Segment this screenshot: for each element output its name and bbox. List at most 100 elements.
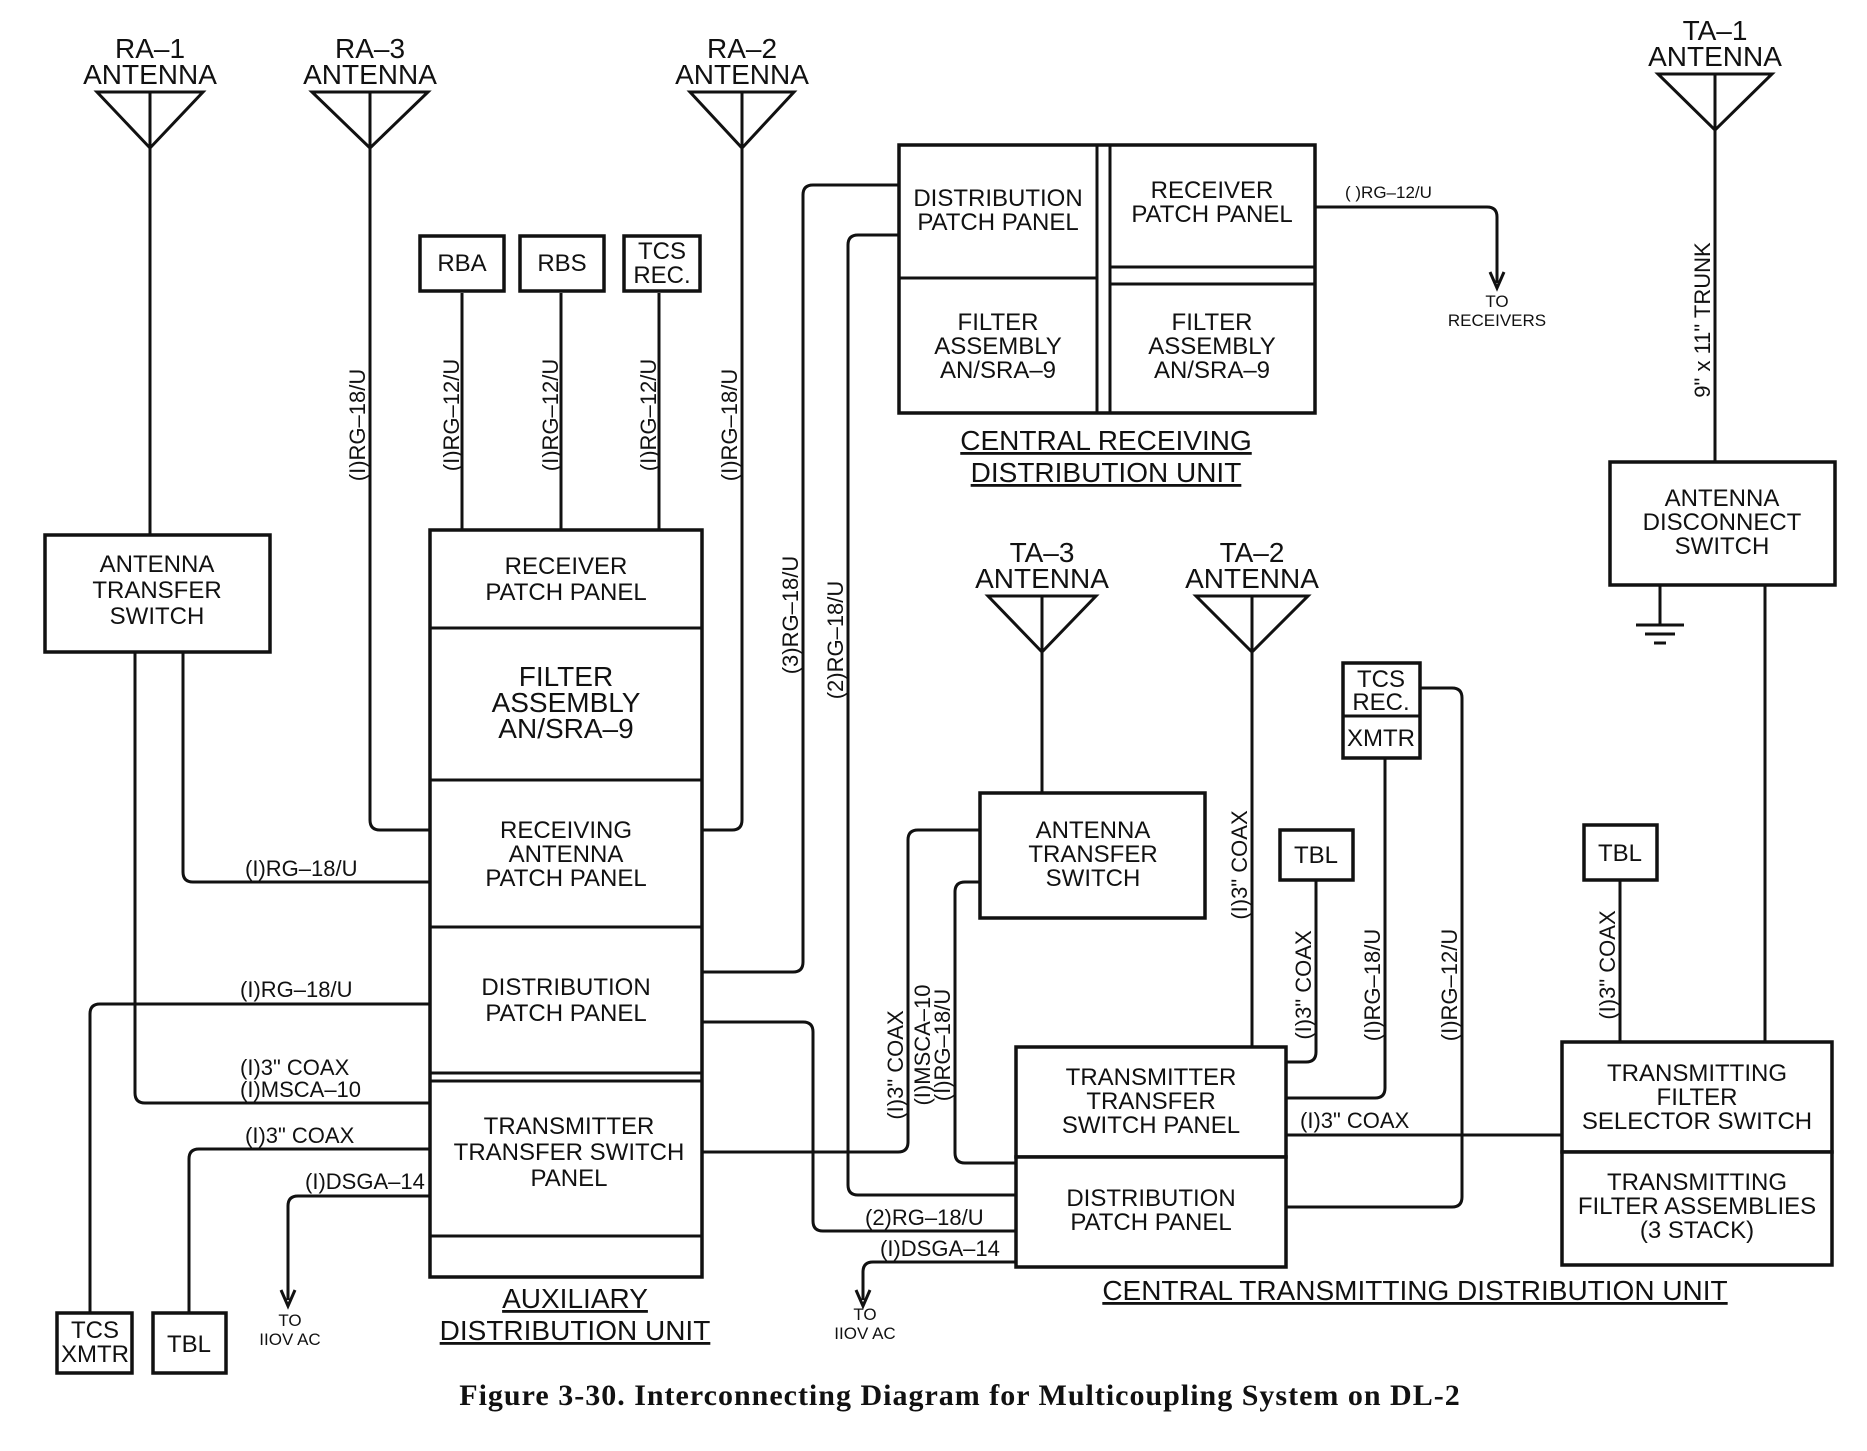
aux-title-line1: AUXILIARY <box>502 1283 648 1314</box>
antenna-ta2: TA–2 ANTENNA <box>1185 537 1319 655</box>
ats-center-line3: SWITCH <box>1046 865 1141 892</box>
to-110-center-line1: TO <box>853 1305 876 1324</box>
aux-dpp-line2: PATCH PANEL <box>485 1000 646 1027</box>
tfa-line1: TRANSMITTING <box>1607 1169 1787 1196</box>
antenna-ta2-symbol <box>1192 594 1312 655</box>
line-ra3 <box>368 148 430 832</box>
cable-trunk: 9" x 11" TRUNK <box>1690 242 1715 398</box>
rba-block: RBA <box>418 234 506 293</box>
line-ats-rapp <box>181 652 430 884</box>
cable-coax-ta2: (I)3" COAX <box>1227 810 1252 920</box>
tbl-center-label: TBL <box>1294 842 1338 869</box>
aux-ttsp-line3: PANEL <box>531 1165 608 1192</box>
to-110-left-line1: TO <box>278 1311 301 1330</box>
line-rg18-3 <box>702 183 899 974</box>
line-tcs-xmtr <box>88 1002 430 1313</box>
cable-coax-horizontal: (I)3" COAX <box>1300 1108 1410 1133</box>
ats-left-line3: SWITCH <box>110 603 205 630</box>
tcs-xmtr-line2: XMTR <box>61 1341 129 1368</box>
crd-filter-right-line1: FILTER <box>1172 309 1253 336</box>
to-receivers-line1: TO <box>1485 292 1508 311</box>
cable-rg18-ats: (I)RG–18/U <box>245 856 357 881</box>
antenna-ta2-type: ANTENNA <box>1185 563 1319 594</box>
antenna-ta1-type: ANTENNA <box>1648 41 1782 72</box>
aux-rapp-line3: PATCH PANEL <box>485 865 646 892</box>
tcs-rec-right-line2: REC. <box>1352 689 1409 716</box>
crd-rpp-line2: PATCH PANEL <box>1131 201 1292 228</box>
cable-coax-ats-center: (I)3" COAX <box>883 1010 908 1120</box>
aux-ttsp-line2: TRANSFER SWITCH <box>454 1139 685 1166</box>
cable-rg18-ra3: (I)RG–18/U <box>345 369 370 481</box>
antenna-ra1-type: ANTENNA <box>83 59 217 90</box>
central-receiving-distribution-unit: DISTRIBUTION PATCH PANEL RECEIVER PATCH … <box>897 143 1317 415</box>
crd-rpp-line1: RECEIVER <box>1151 177 1274 204</box>
xmtr-label: XMTR <box>1347 725 1415 752</box>
ctd-ttsp-line2: TRANSFER <box>1086 1088 1215 1115</box>
line-dsga-left <box>286 1194 436 1300</box>
antenna-transfer-switch-center: ANTENNA TRANSFER SWITCH <box>978 791 1207 920</box>
line-ats-ttsp <box>133 652 436 1105</box>
tbl-bottom-left-label: TBL <box>167 1331 211 1358</box>
line-rg18-2-bottom <box>702 1020 1016 1233</box>
antenna-ra3-symbol <box>308 90 432 151</box>
cable-labels-vertical: (I)RG–18/U (I)RG–12/U (I)RG–12/U (I)RG–1… <box>345 242 1715 1120</box>
ctd-distribution-patch-panel: DISTRIBUTION PATCH PANEL <box>1014 1155 1288 1269</box>
antenna-ta3: TA–3 ANTENNA <box>975 537 1109 655</box>
tbl-right-block: TBL <box>1582 823 1659 882</box>
rbs-block: RBS <box>518 234 606 293</box>
auxiliary-title: AUXILIARY DISTRIBUTION UNIT <box>440 1283 711 1346</box>
tcs-rec-top-line1: TCS <box>638 238 686 265</box>
tbl-center-block: TBL <box>1278 828 1355 882</box>
antenna-ta1-name: TA–1 <box>1683 15 1748 46</box>
tbl-bottom-left-block: TBL <box>151 1311 228 1375</box>
arrow-110-center <box>854 1289 872 1310</box>
notes: TO RECEIVERS TO IIOV AC TO IIOV AC <box>259 292 1546 1349</box>
cable-rg12-rbs: (I)RG–12/U <box>538 359 563 471</box>
aux-title-line2: DISTRIBUTION UNIT <box>440 1315 711 1346</box>
antenna-ra1: RA–1 ANTENNA <box>83 33 217 151</box>
antenna-ra1-symbol <box>93 90 207 151</box>
antenna-ta3-symbol <box>984 594 1100 655</box>
cable-rg12-tcs: (I)RG–12/U <box>636 359 661 471</box>
crd-dpp-line2: PATCH PANEL <box>917 209 1078 236</box>
antenna-ta3-name: TA–3 <box>1010 537 1075 568</box>
aux-ttsp-line1: TRANSMITTER <box>484 1113 655 1140</box>
rba-label: RBA <box>437 250 486 277</box>
aux-filter-line2: ASSEMBLY <box>492 687 641 718</box>
cable-rg18-2: (2)RG–18/U <box>823 581 848 700</box>
crd-dpp-line1: DISTRIBUTION <box>913 185 1082 212</box>
cable-rg18-2-bottom: (2)RG–18/U <box>865 1205 984 1230</box>
line-tbl-center <box>1286 880 1318 1064</box>
ads-line1: ANTENNA <box>1665 485 1780 512</box>
arrow-110-left <box>279 1289 297 1310</box>
cable-rg18-ra2: (I)RG–18/U <box>717 369 742 481</box>
tfss-line3: SELECTOR SWITCH <box>1582 1108 1812 1135</box>
antenna-ta3-type: ANTENNA <box>975 563 1109 594</box>
to-receivers-line2: RECEIVERS <box>1448 311 1546 330</box>
line-dsga-center <box>861 1260 1016 1300</box>
cable-rg18-tcs-xmtr: (I)RG–18/U <box>240 977 352 1002</box>
crd-filter-left-line2: ASSEMBLY <box>934 333 1062 360</box>
cable-rg12-tcs-right: (I)RG–12/U <box>1437 929 1462 1041</box>
aux-rpp-line2: PATCH PANEL <box>485 579 646 606</box>
ctd-ttsp-line1: TRANSMITTER <box>1066 1064 1237 1091</box>
tcs-rec-xmtr-block: TCS REC. XMTR <box>1341 661 1422 760</box>
cable-rg18-xmtr: (I)RG–18/U <box>1360 929 1385 1041</box>
aux-rapp-line1: RECEIVING <box>500 817 632 844</box>
cable-dsga-left: (I)DSGA–14 <box>305 1169 425 1194</box>
cable-labels-horizontal: ( )RG–12/U (I)RG–18/U (I)RG–18/U (I)3" C… <box>240 183 1432 1261</box>
aux-filter-line1: FILTER <box>519 661 613 692</box>
connection-lines <box>88 130 1767 1313</box>
tcs-rec-top-line2: REC. <box>633 262 690 289</box>
tcs-rec-right-line1: TCS <box>1357 666 1405 693</box>
line-tcs-rec-right <box>1286 686 1464 1209</box>
antenna-ra3: RA–3 ANTENNA <box>303 33 437 151</box>
aux-rapp-line2: ANTENNA <box>509 841 624 868</box>
cable-msca-center-1: (I)MSCA–10 <box>910 984 935 1105</box>
ctd-transmitter-transfer-switch-panel: TRANSMITTER TRANSFER SWITCH PANEL <box>1014 1045 1288 1159</box>
crd-title-line1: CENTRAL RECEIVING <box>960 425 1251 456</box>
crd-filter-right-line3: AN/SRA–9 <box>1154 357 1270 384</box>
antenna-ra2-name: RA–2 <box>707 33 777 64</box>
antenna-ta2-name: TA–2 <box>1220 537 1285 568</box>
